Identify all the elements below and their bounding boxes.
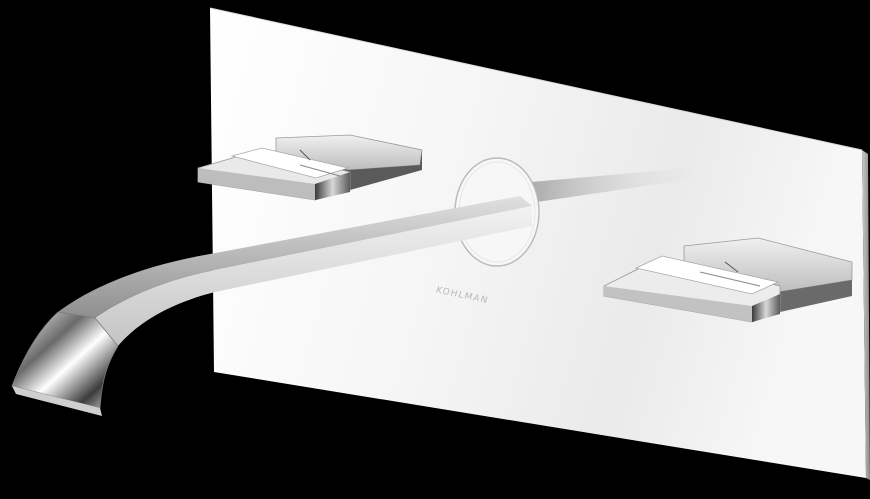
right-handle: [603, 237, 853, 323]
wall-plate: [209, 7, 870, 480]
spout-shadow: [520, 168, 700, 203]
spout: [11, 196, 532, 416]
left-handle: [197, 134, 423, 201]
